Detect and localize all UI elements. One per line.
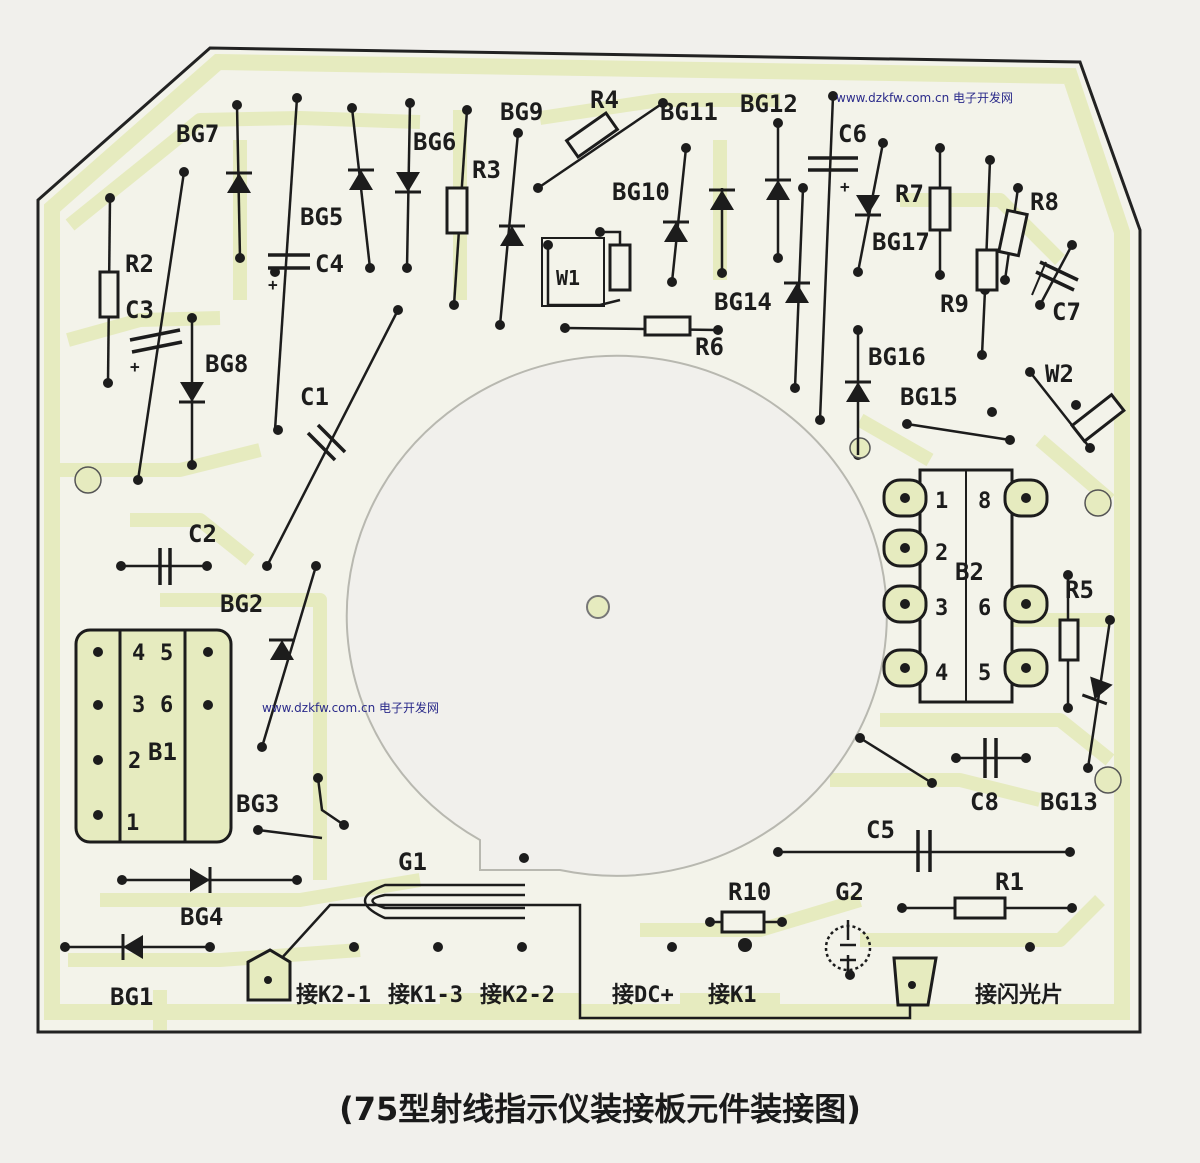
b1-pin-6: 6 bbox=[160, 693, 173, 718]
label-bg13: BG13 bbox=[1040, 788, 1098, 816]
label-b2: B2 bbox=[955, 558, 984, 586]
label-c2: C2 bbox=[188, 520, 217, 548]
transformer-b2 bbox=[882, 468, 1049, 704]
label-bg4: BG4 bbox=[180, 903, 223, 931]
label-r9: R9 bbox=[940, 290, 969, 318]
meter-cutout bbox=[345, 354, 888, 877]
label-bg8: BG8 bbox=[205, 350, 248, 378]
c4-plus-mark: + bbox=[268, 275, 278, 294]
b2-pin-2: 2 bbox=[935, 541, 948, 566]
label-bg14: BG14 bbox=[714, 288, 772, 316]
label-bg9: BG9 bbox=[500, 98, 543, 126]
label-r5: R5 bbox=[1065, 576, 1094, 604]
label-g1: G1 bbox=[398, 848, 427, 876]
label-bg7: BG7 bbox=[176, 120, 219, 148]
terminal-k2-2: 接K2-2 bbox=[480, 983, 555, 1008]
terminal-k1-3: 接K1-3 bbox=[388, 983, 463, 1008]
watermark-middle: www.dzkfw.com.cn 电子开发网 bbox=[262, 700, 439, 715]
b1-pin-5: 5 bbox=[160, 641, 173, 666]
resistors bbox=[98, 110, 1126, 934]
label-r3: R3 bbox=[472, 156, 501, 184]
label-bg3: BG3 bbox=[236, 790, 279, 818]
label-g2: G2 bbox=[835, 878, 864, 906]
meter-center-hole bbox=[586, 595, 610, 619]
b1-pin-3: 3 bbox=[132, 693, 145, 718]
b2-pin-5: 5 bbox=[978, 661, 991, 686]
label-r2: R2 bbox=[125, 250, 154, 278]
b2-pin-1: 1 bbox=[935, 489, 948, 514]
c3-plus-mark: + bbox=[130, 357, 140, 376]
label-r1: R1 bbox=[995, 868, 1024, 896]
label-r4: R4 bbox=[590, 86, 619, 114]
b2-pin-8: 8 bbox=[978, 489, 991, 514]
b2-pin-3: 3 bbox=[935, 596, 948, 621]
label-bg1: BG1 bbox=[110, 983, 153, 1011]
label-c3: C3 bbox=[125, 296, 154, 324]
c6-plus-mark: + bbox=[840, 177, 850, 196]
board-inner-border bbox=[44, 53, 1130, 1020]
terminal-dc-plus: 接DC+ bbox=[612, 983, 674, 1008]
label-bg2: BG2 bbox=[220, 590, 263, 618]
label-bg6: BG6 bbox=[413, 128, 456, 156]
diagram-caption: (75型射线指示仪装接板元件装接图) bbox=[339, 1090, 861, 1128]
terminal-flash-plate: 接闪光片 bbox=[975, 983, 1063, 1008]
label-bg12: BG12 bbox=[740, 90, 798, 118]
b1-pin-2: 2 bbox=[128, 749, 141, 774]
label-r7: R7 bbox=[895, 180, 924, 208]
w1-box bbox=[541, 237, 605, 307]
terminal-pads bbox=[246, 948, 938, 1007]
label-r10: R10 bbox=[728, 878, 771, 906]
label-c5: C5 bbox=[866, 816, 895, 844]
label-c8: C8 bbox=[970, 788, 999, 816]
label-r6: R6 bbox=[695, 333, 724, 361]
label-c6: C6 bbox=[838, 120, 867, 148]
label-w2: W2 bbox=[1045, 360, 1074, 388]
label-bg16: BG16 bbox=[868, 343, 926, 371]
label-b1: B1 bbox=[148, 738, 177, 766]
label-bg17: BG17 bbox=[872, 228, 930, 256]
label-c7: C7 bbox=[1052, 298, 1081, 326]
b1-pin-4: 4 bbox=[132, 641, 145, 666]
capacitors bbox=[129, 156, 1079, 872]
g2-lamp bbox=[824, 920, 872, 975]
transformer-b1 bbox=[74, 628, 233, 844]
label-w1: W1 bbox=[556, 266, 580, 290]
b1-pin-1: 1 bbox=[126, 811, 139, 836]
terminal-k2-1: 接K2-1 bbox=[296, 983, 371, 1008]
label-bg5: BG5 bbox=[300, 203, 343, 231]
label-bg15: BG15 bbox=[900, 383, 958, 411]
b2-pin-6: 6 bbox=[978, 596, 991, 621]
label-r8: R8 bbox=[1030, 188, 1059, 216]
label-bg11: BG11 bbox=[660, 98, 718, 126]
large-pads bbox=[74, 437, 1122, 794]
terminal-k1: 接K1 bbox=[708, 983, 757, 1008]
label-c1: C1 bbox=[300, 383, 329, 411]
label-c4: C4 bbox=[315, 250, 344, 278]
label-bg10: BG10 bbox=[612, 178, 670, 206]
watermark-top: www.dzkfw.com.cn 电子开发网 bbox=[836, 90, 1013, 105]
b2-pin-4: 4 bbox=[935, 661, 948, 686]
